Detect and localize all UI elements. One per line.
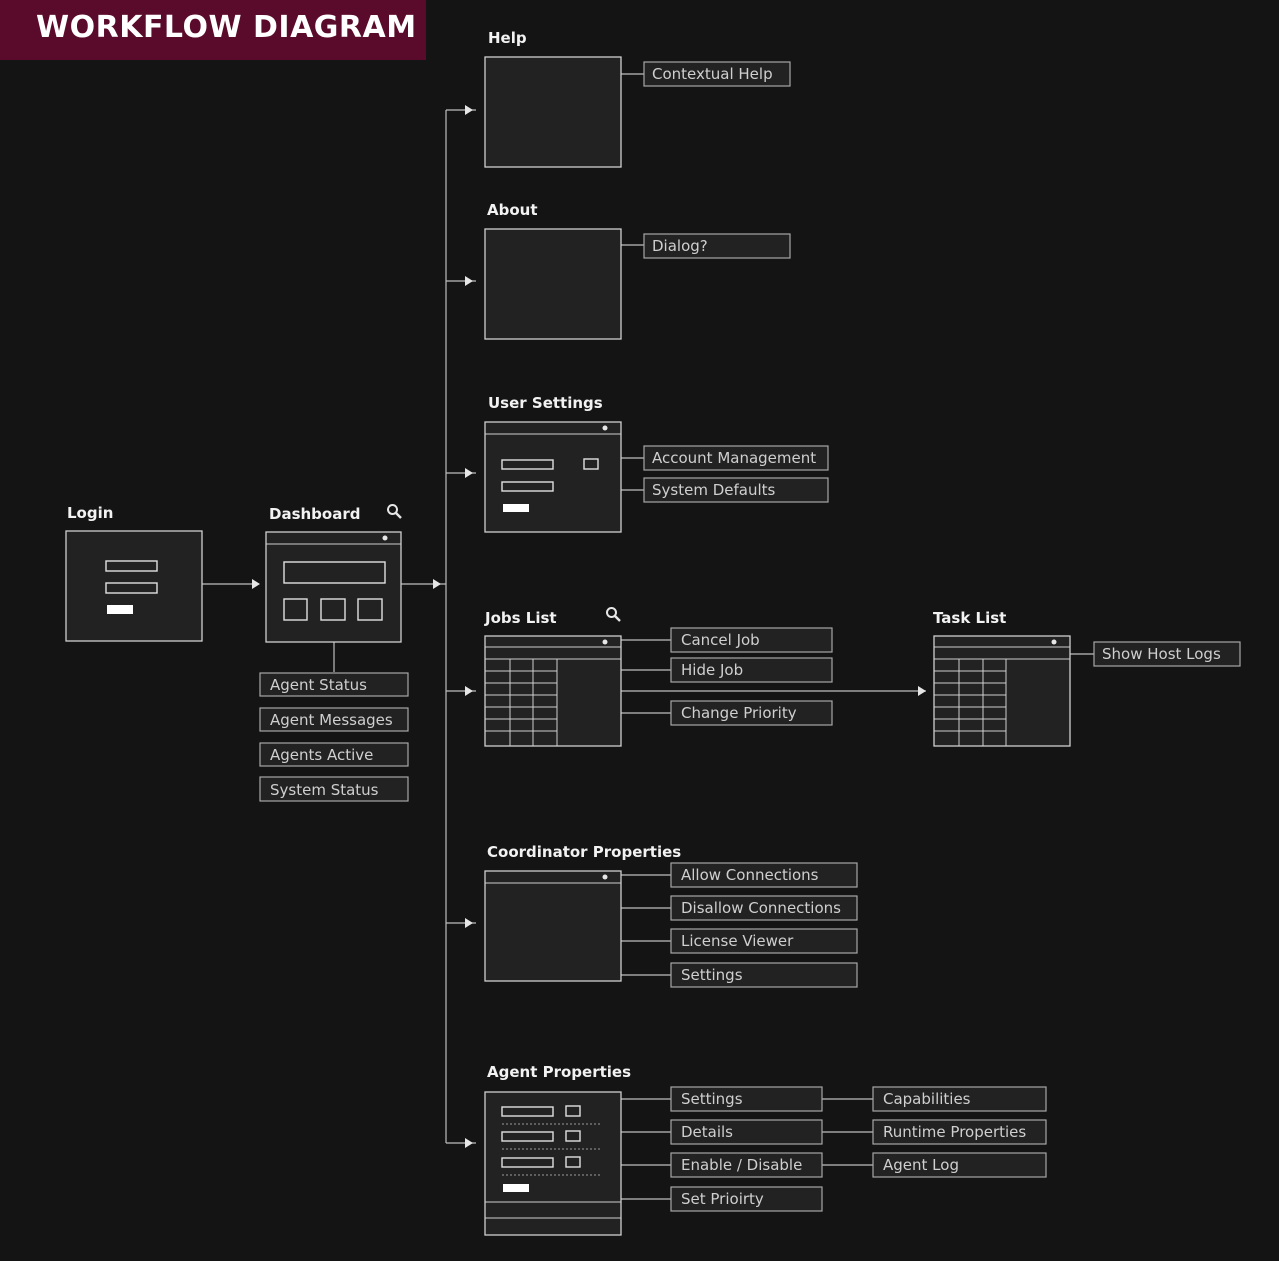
tag-allow-connections: Allow Connections [681, 866, 819, 884]
tag-cancel-job: Cancel Job [681, 631, 760, 649]
tag-set-priority: Set Prioirty [681, 1190, 764, 1208]
tag-system-status: System Status [270, 781, 379, 799]
dashboard-screen: Dashboard Agent Status Agent Messages Ag… [259, 504, 409, 802]
about-wireframe [484, 228, 622, 340]
tag-agent-messages: Agent Messages [270, 711, 393, 729]
tag-details: Details [681, 1123, 733, 1141]
login-wireframe [65, 530, 203, 642]
help-label: Help [488, 29, 527, 47]
task-list-label: Task List [933, 609, 1006, 627]
task-list-screen: Task List Show Host Logs [933, 609, 1241, 747]
task-list-wireframe [933, 635, 1071, 747]
agent-properties-label: Agent Properties [487, 1063, 631, 1081]
user-settings-screen: User Settings Account Management System … [484, 394, 829, 533]
tag-license-viewer: License Viewer [681, 932, 794, 950]
user-settings-wireframe [484, 421, 622, 533]
tag-account-management: Account Management [652, 449, 816, 467]
diagram-title: WORKFLOW DIAGRAM [36, 10, 417, 45]
tag-agent-status: Agent Status [270, 676, 367, 694]
search-icon [606, 607, 621, 622]
user-settings-label: User Settings [488, 394, 603, 412]
coordinator-properties-screen: Coordinator Properties Allow Connections… [484, 843, 858, 988]
tag-show-host-logs: Show Host Logs [1102, 645, 1221, 663]
tag-runtime-properties: Runtime Properties [883, 1123, 1026, 1141]
tag-agent-log: Agent Log [883, 1156, 959, 1174]
coordinator-properties-wireframe [484, 870, 622, 982]
title-banner: WORKFLOW DIAGRAM [0, 0, 426, 60]
help-wireframe [484, 56, 622, 168]
coordinator-properties-label: Coordinator Properties [487, 843, 681, 861]
connectors [202, 73, 1094, 1200]
tag-hide-job: Hide Job [681, 661, 743, 679]
about-label: About [487, 201, 538, 219]
login-label: Login [67, 504, 113, 522]
tag-coordinator-settings: Settings [681, 966, 743, 984]
jobs-list-label: Jobs List [484, 609, 557, 627]
jobs-list-wireframe [484, 635, 622, 747]
help-screen: Help Contextual Help [484, 29, 791, 168]
about-screen: About Dialog? [484, 201, 791, 340]
jobs-list-screen: Jobs List Cancel Job Hide Job Change Pri… [484, 607, 833, 747]
search-icon [387, 504, 402, 519]
dashboard-wireframe [265, 531, 402, 643]
tag-capabilities: Capabilities [883, 1090, 971, 1108]
dashboard-label: Dashboard [269, 505, 360, 523]
tag-change-priority: Change Priority [681, 704, 797, 722]
tag-agent-settings: Settings [681, 1090, 743, 1108]
tag-system-defaults: System Defaults [652, 481, 776, 499]
tag-contextual-help: Contextual Help [652, 65, 773, 83]
tag-disallow-connections: Disallow Connections [681, 899, 841, 917]
tag-enable-disable: Enable / Disable [681, 1156, 802, 1174]
login-screen: Login [65, 504, 203, 642]
tag-dialog: Dialog? [652, 237, 708, 255]
agent-properties-screen: Agent Properties Settings Details Enable… [484, 1063, 1047, 1236]
tag-agents-active: Agents Active [270, 746, 373, 764]
